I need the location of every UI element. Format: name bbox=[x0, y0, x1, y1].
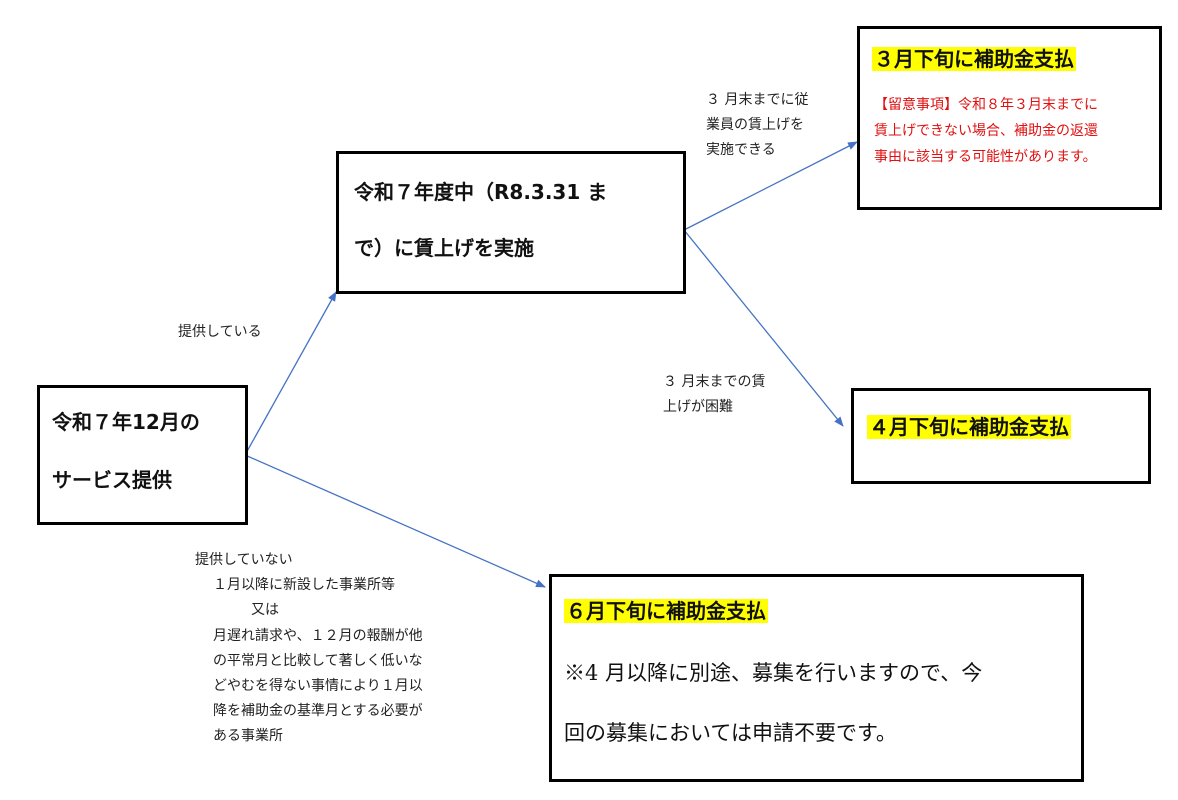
node-mid-line2: で）に賃上げを実施 bbox=[354, 236, 534, 260]
label-can-raise-line: 業員の賃上げを bbox=[706, 117, 804, 134]
node-april-payment: ４月下旬に補助金支払 bbox=[851, 388, 1151, 484]
not-provided-line: の平常月と比較して著しく低いな bbox=[213, 652, 423, 669]
node-start-line1: 令和７年12月の bbox=[52, 410, 200, 434]
label-difficult-line: 上げが困難 bbox=[663, 399, 733, 416]
arrow-mid-to-april bbox=[683, 229, 844, 427]
label-can-raise-line: ３ 月末までに従 bbox=[706, 92, 809, 108]
label-not-provided: 提供していない １月以降に新設した事業所等 又は 月遅れ請求や、１２月の報酬が他… bbox=[195, 548, 423, 750]
node-start-line2: サービス提供 bbox=[52, 468, 172, 492]
not-provided-line: 提供していない bbox=[195, 552, 293, 568]
march-warning-note: 【留意事項】令和８年３月末までに 賃上げできない場合、補助金の返還 事由に該当す… bbox=[874, 93, 1160, 171]
april-payment-title: ４月下旬に補助金支払 bbox=[867, 415, 1071, 439]
arrow-start-to-mid bbox=[244, 291, 337, 456]
label-provided: 提供している bbox=[178, 324, 262, 340]
node-march-payment: ３月下旬に補助金支払 【留意事項】令和８年３月末までに 賃上げできない場合、補助… bbox=[857, 26, 1162, 210]
not-provided-line: 降を補助金の基準月とする必要が bbox=[213, 703, 423, 720]
node-june-payment: ６月下旬に補助金支払 ※4 月以降に別途、募集を行いますので、今 回の募集におい… bbox=[549, 574, 1084, 782]
node-mid-line1: 令和７年度中（R8.3.31 ま bbox=[354, 180, 608, 204]
node-december-service: 令和７年12月の サービス提供 bbox=[37, 385, 248, 525]
not-provided-line: １月以降に新設した事業所等 bbox=[213, 577, 395, 594]
not-provided-line: 月遅れ請求や、１２月の報酬が他 bbox=[213, 627, 423, 644]
warning-line2: 賃上げできない場合、補助金の返還 bbox=[874, 122, 1098, 139]
label-can-raise: ３ 月末までに従 業員の賃上げを 実施できる bbox=[706, 88, 808, 164]
not-provided-line: 又は bbox=[251, 602, 279, 619]
arrow-mid-to-march bbox=[683, 141, 858, 231]
not-provided-line: どやむを得ない事情により１月以 bbox=[213, 677, 423, 694]
june-payment-title: ６月下旬に補助金支払 bbox=[564, 599, 768, 623]
june-note-line2: 回の募集においては申請不要です。 bbox=[564, 721, 897, 745]
label-difficult: ３ 月末までの賃 上げが困難 bbox=[663, 370, 765, 420]
june-note-line1: ※4 月以降に別途、募集を行いますので、今 bbox=[564, 661, 983, 685]
label-can-raise-line: 実施できる bbox=[706, 142, 776, 159]
warning-line3: 事由に該当する可能性があります。 bbox=[874, 148, 1097, 165]
march-payment-title: ３月下旬に補助金支払 bbox=[872, 47, 1076, 71]
arrow-start-to-june bbox=[244, 454, 546, 588]
warning-line1: 令和８年３月末までに bbox=[958, 97, 1098, 113]
node-wage-increase: 令和７年度中（R8.3.31 ま で）に賃上げを実施 bbox=[336, 151, 686, 294]
not-provided-line: ある事業所 bbox=[213, 728, 283, 745]
label-difficult-line: ３ 月末までの賃 bbox=[663, 374, 766, 390]
warning-head: 【留意事項】 bbox=[874, 97, 958, 113]
